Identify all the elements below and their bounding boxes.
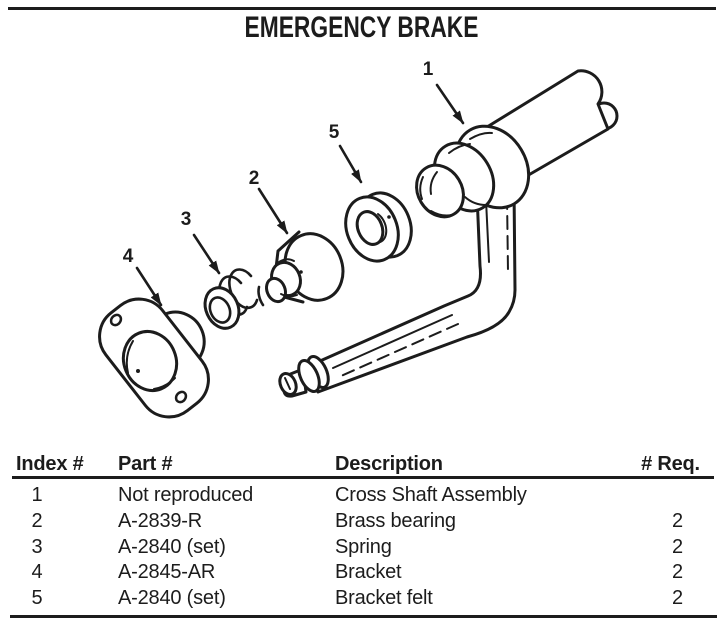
header-part: Part #	[118, 453, 173, 475]
top-rule	[8, 7, 716, 10]
cell-part: A-2840 (set)	[118, 587, 226, 610]
parts-table: Index # Part # Description # Req. 1 Not …	[0, 452, 723, 611]
callout-label-3: 3	[180, 209, 192, 230]
cell-index: 5	[31, 587, 43, 610]
cell-index: 3	[31, 535, 43, 558]
cell-index: 4	[31, 561, 43, 584]
arrow-to-part-1	[435, 83, 465, 125]
callout-label-5: 5	[328, 122, 340, 143]
table-row: 2 A-2839-R Brass bearing 2	[0, 509, 723, 535]
cell-description: Bracket felt	[335, 587, 433, 610]
cell-description: Brass bearing	[335, 510, 456, 533]
cell-part: Not reproduced	[118, 484, 254, 507]
arrow-to-part-4	[135, 266, 163, 307]
cell-req: 2	[672, 587, 683, 610]
page-title: EMERGENCY BRAKE	[244, 11, 479, 44]
arrow-to-part-5	[338, 144, 363, 184]
cell-index: 1	[31, 484, 43, 507]
callout-label-1: 1	[422, 59, 434, 80]
callout-arrows	[135, 83, 465, 307]
spring-drawing	[203, 268, 265, 330]
table-row: 4 A-2845-AR Bracket 2	[0, 560, 723, 586]
table-row: 3 A-2840 (set) Spring 2	[0, 534, 723, 560]
cell-req: 2	[672, 561, 683, 584]
cell-part: A-2839-R	[118, 510, 202, 533]
table-row: 5 A-2840 (set) Bracket felt 2	[0, 586, 723, 612]
bracket-drawing	[98, 297, 210, 419]
cell-req: 2	[672, 535, 683, 558]
cell-description: Spring	[335, 535, 392, 558]
arrow-to-part-2	[257, 187, 289, 235]
callout-label-2: 2	[248, 168, 260, 189]
cell-part: A-2840 (set)	[118, 535, 226, 558]
bottom-rule	[10, 615, 717, 618]
cell-part: A-2845-AR	[118, 561, 216, 584]
table-header-underline	[12, 476, 714, 479]
cross-shaft-assembly-drawing	[278, 69, 619, 398]
bracket-felt-drawing	[344, 191, 413, 263]
header-req: # Req.	[641, 453, 700, 475]
table-row: 1 Not reproduced Cross Shaft Assembly	[0, 483, 723, 509]
header-index: Index #	[16, 453, 84, 475]
cell-description: Cross Shaft Assembly	[335, 484, 527, 507]
cell-index: 2	[31, 510, 43, 533]
callout-label-4: 4	[122, 246, 134, 267]
brass-bearing-drawing	[265, 230, 345, 304]
arrow-to-part-3	[192, 233, 221, 275]
header-description: Description	[335, 453, 443, 475]
table-header-row: Index # Part # Description # Req.	[0, 452, 723, 477]
cell-req: 2	[672, 510, 683, 533]
cell-description: Bracket	[335, 561, 402, 584]
